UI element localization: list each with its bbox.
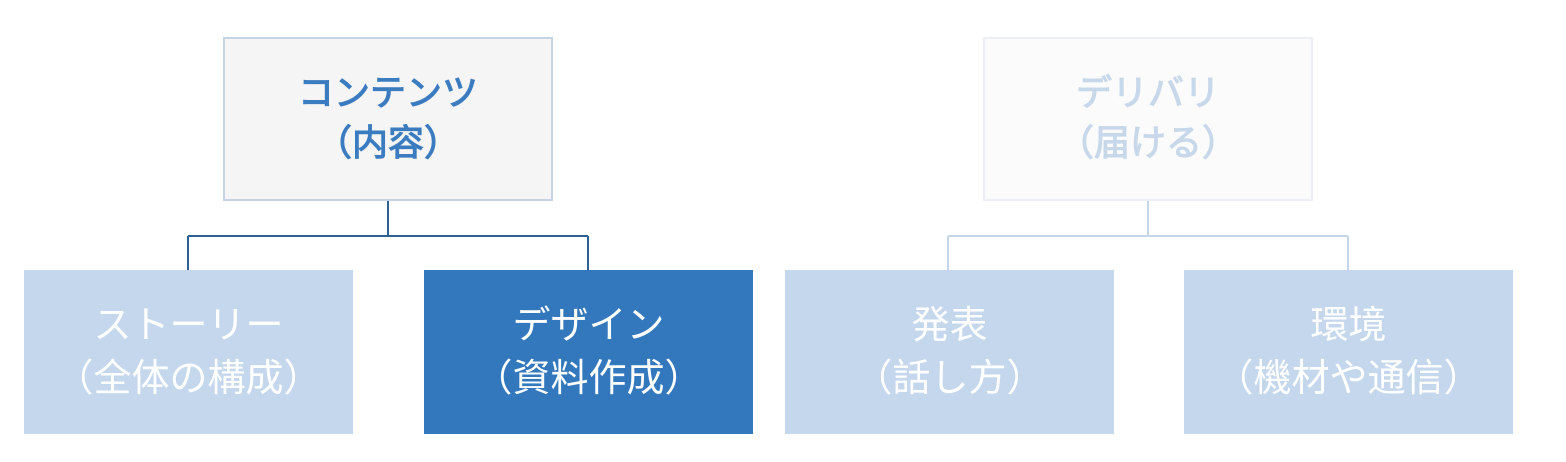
child-subtitle: （話し方） xyxy=(854,356,1045,400)
parent-title: デリバリ xyxy=(1075,72,1220,114)
child-title: 環境 xyxy=(1310,302,1387,347)
child-subtitle: （全体の構成） xyxy=(55,356,322,400)
parent-title: コンテンツ xyxy=(297,72,478,114)
parent-subtitle: （届ける） xyxy=(1057,123,1238,164)
child-subtitle: （機材や通信） xyxy=(1215,356,1482,400)
child-title: デザイン xyxy=(512,302,665,347)
child-node-presentation[interactable]: 発表 （話し方） xyxy=(785,270,1114,434)
child-node-story[interactable]: ストーリー （全体の構成） xyxy=(24,270,353,434)
parent-node-contents[interactable]: コンテンツ （内容） xyxy=(223,37,553,201)
connector-contents xyxy=(187,201,589,270)
child-title: ストーリー xyxy=(93,302,284,347)
child-node-design[interactable]: デザイン （資料作成） xyxy=(424,270,753,434)
parent-subtitle: （内容） xyxy=(315,123,460,164)
parent-node-delivery[interactable]: デリバリ （届ける） xyxy=(983,37,1313,201)
child-title: 発表 xyxy=(911,302,988,347)
child-subtitle: （資料作成） xyxy=(474,356,703,400)
connector-delivery xyxy=(947,201,1349,270)
child-node-environment[interactable]: 環境 （機材や通信） xyxy=(1184,270,1513,434)
